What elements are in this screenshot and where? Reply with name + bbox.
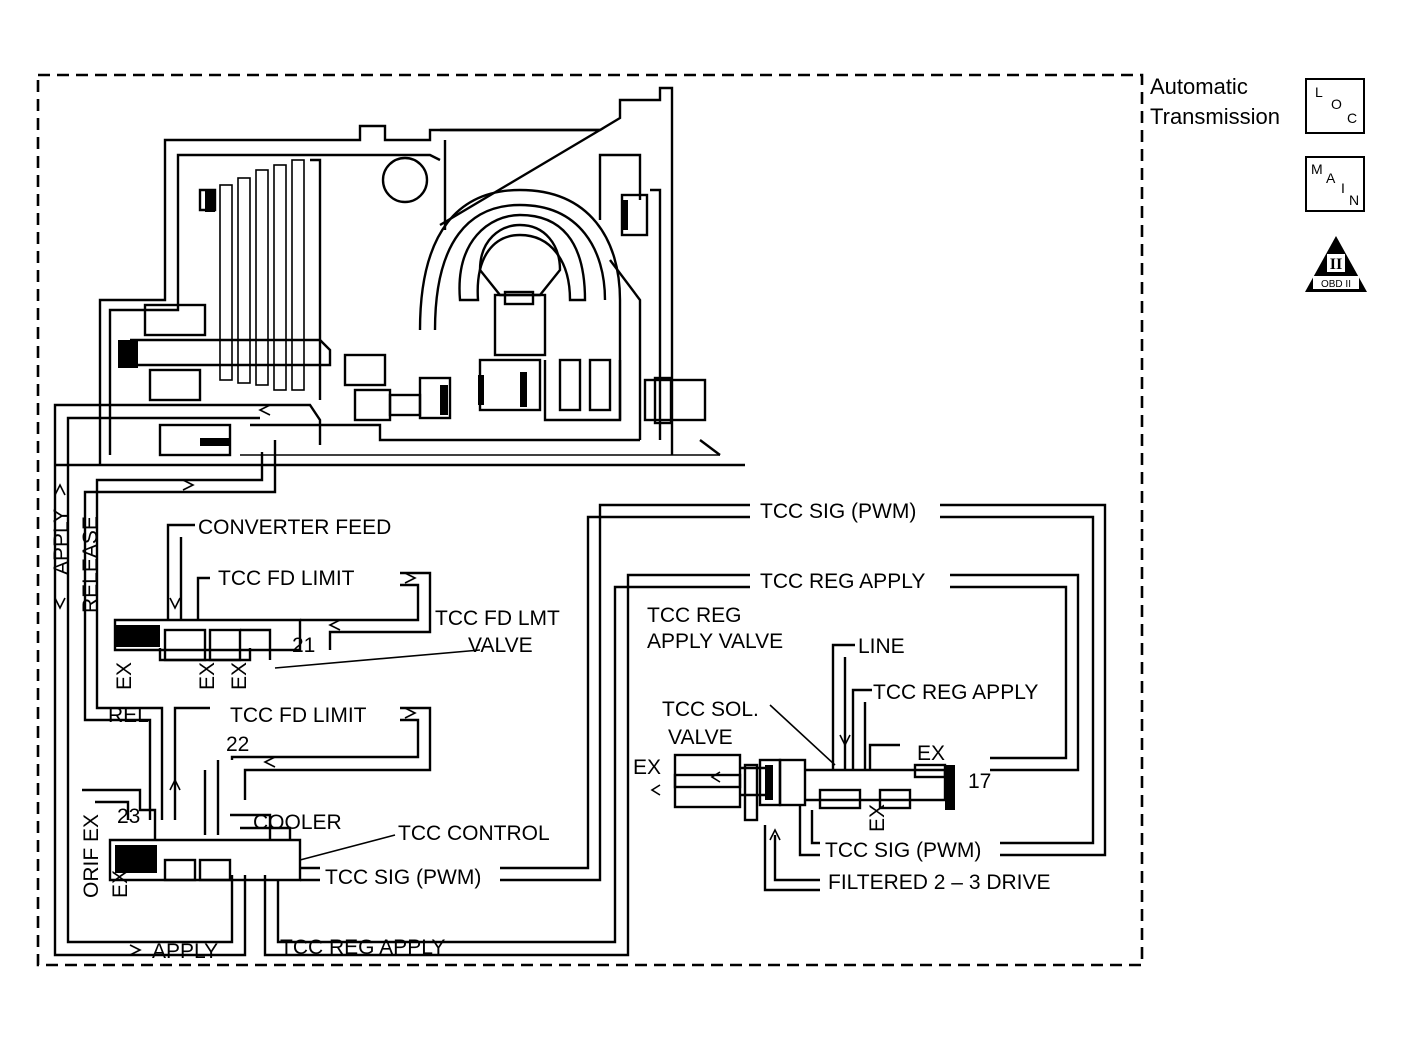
- main-letter-a: A: [1326, 170, 1336, 186]
- label-orif-ex: ORIF EX: [80, 814, 103, 898]
- label-tcc-reg-apply-bottom: TCC REG APPLY: [280, 936, 445, 959]
- label-num-17: 17: [968, 770, 991, 793]
- label-tcc-sig-pwm-right: TCC SIG (PWM): [825, 839, 981, 862]
- label-tcc-reg-valve-1: TCC REG: [647, 604, 742, 627]
- label-num-23: 23: [117, 805, 140, 828]
- label-ex-sol: EX: [633, 756, 661, 779]
- loc-letter-o: O: [1331, 96, 1342, 112]
- title-line-2: Transmission: [1150, 104, 1280, 129]
- label-ex-3: EX: [228, 662, 251, 690]
- diagram-border: [36, 73, 1144, 967]
- label-tcc-fd-lmt-valve-2: VALVE: [468, 634, 533, 657]
- arrow-icon: [169, 597, 181, 610]
- label-release-vertical: RELEASE: [79, 516, 102, 613]
- label-ex-1: EX: [113, 662, 136, 690]
- label-ex-right-vertical: EX: [866, 804, 889, 832]
- arrow-icon: [129, 944, 142, 956]
- arrow-icon: [258, 404, 271, 416]
- label-tcc-reg-apply-top: TCC REG APPLY: [760, 570, 925, 593]
- arrow-icon: [169, 778, 181, 791]
- main-badge[interactable]: M A I N: [1305, 156, 1365, 212]
- label-tcc-sol-2: VALVE: [668, 726, 733, 749]
- loc-letter-l: L: [1315, 84, 1323, 100]
- obd-ii-icon[interactable]: II OBD II: [1303, 234, 1369, 294]
- arrow-icon: [650, 784, 661, 796]
- left-hydraulic-passages: [53, 403, 481, 957]
- signal-routing-lines: [470, 503, 1107, 957]
- arrow-icon: [839, 734, 851, 747]
- arrow-icon: [710, 771, 721, 783]
- label-line: LINE: [858, 635, 905, 658]
- loc-letter-c: C: [1347, 110, 1358, 126]
- label-tcc-reg-valve-2: APPLY VALVE: [647, 630, 783, 653]
- label-apply-vertical: APPLY: [50, 509, 73, 575]
- main-letter-i: I: [1341, 180, 1345, 196]
- label-tcc-fd-lmt-valve-1: TCC FD LMT: [435, 607, 560, 630]
- label-ex-right: EX: [917, 742, 945, 765]
- label-tcc-control: TCC CONTROL: [398, 822, 550, 845]
- label-tcc-sol-1: TCC SOL.: [662, 698, 759, 721]
- arrow-icon: [404, 707, 417, 719]
- label-converter-feed: CONVERTER FEED: [198, 516, 391, 539]
- loc-badge[interactable]: L O C: [1305, 78, 1365, 134]
- label-num-22: 22: [226, 733, 249, 756]
- transmission-cross-section: [55, 86, 745, 467]
- arrow-icon: [769, 828, 781, 841]
- arrow-icon: [263, 756, 276, 768]
- diagram-labels: CONVERTER FEED TCC FD LIMIT TCC FD LMT V…: [50, 500, 1051, 963]
- label-tcc-reg-apply-right: TCC REG APPLY: [873, 681, 1038, 704]
- main-letter-m: M: [1311, 161, 1323, 177]
- arrow-icon: [182, 479, 195, 491]
- label-rel: REL: [108, 704, 149, 727]
- page-title: Automatic Transmission: [1150, 72, 1280, 132]
- main-letter-n: N: [1349, 192, 1360, 208]
- obd-numeral: II: [1330, 256, 1342, 273]
- label-cooler: COOLER: [253, 811, 342, 834]
- label-filtered-drive: FILTERED 2 – 3 DRIVE: [828, 871, 1051, 894]
- label-tcc-fd-limit-top: TCC FD LIMIT: [218, 567, 355, 590]
- title-line-1: Automatic: [1150, 74, 1248, 99]
- right-valve-assembly: [673, 643, 955, 892]
- label-tcc-sig-pwm-top: TCC SIG (PWM): [760, 500, 916, 523]
- label-apply-bottom: APPLY: [152, 940, 218, 963]
- label-num-21: 21: [292, 634, 315, 657]
- label-ex-2: EX: [196, 662, 219, 690]
- label-tcc-fd-limit-mid: TCC FD LIMIT: [230, 704, 367, 727]
- flow-arrows: [54, 404, 851, 956]
- label-ex-lower: EX: [109, 870, 132, 898]
- label-tcc-sig-pwm-left: TCC SIG (PWM): [325, 866, 481, 889]
- arrow-icon: [328, 619, 341, 631]
- obd-text: OBD II: [1321, 279, 1351, 290]
- arrow-icon: [54, 597, 66, 610]
- arrow-icon: [404, 572, 417, 584]
- arrow-icon: [54, 483, 66, 496]
